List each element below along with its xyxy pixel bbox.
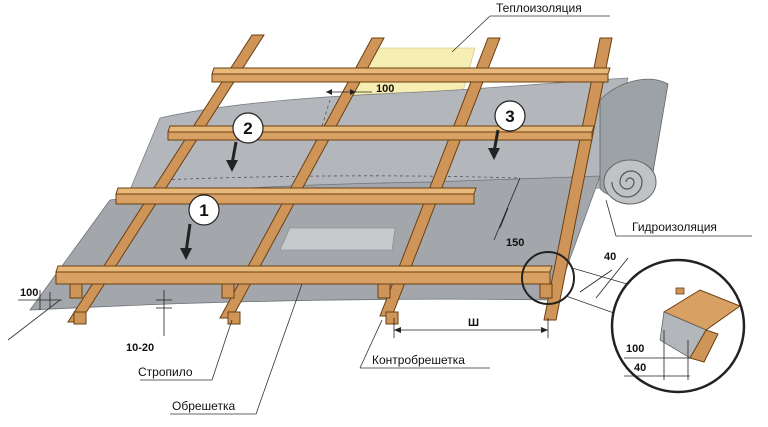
callout-insulation: Теплоизоляция — [451, 1, 610, 53]
dim-spacing: Ш — [393, 317, 549, 338]
dim-sag-label: 10-20 — [126, 342, 154, 354]
rafter-end-5 — [73, 311, 87, 325]
dim-detail-40-label: 40 — [634, 362, 646, 374]
rafter-end-1 — [69, 283, 83, 299]
dim-left-overlap: 100 — [18, 287, 62, 310]
rafter-end-4 — [539, 283, 553, 299]
dim-left-overlap-label: 100 — [20, 287, 38, 299]
membrane-roll — [599, 78, 669, 205]
step-badge-1: 1 — [180, 194, 220, 260]
lathing-beam-1 — [211, 67, 611, 83]
rafter-end-3 — [377, 283, 391, 299]
step-badge-2: 2 — [226, 112, 264, 172]
label-waterproofing: Гидроизоляция — [632, 220, 717, 234]
dim-side-overlap-label: 150 — [506, 237, 524, 249]
step-number-2: 2 — [243, 119, 252, 138]
rafter-end-6 — [227, 311, 241, 325]
zoom-detail-circle: 100 40 — [610, 258, 746, 394]
lathing-beam-4 — [55, 265, 553, 285]
label-counter-lathing: Контробрешетка — [372, 353, 465, 367]
rafter-end-2 — [221, 283, 235, 299]
zoom-source-circle — [521, 251, 575, 305]
callout-waterproofing: Гидроизоляция — [605, 199, 752, 237]
dim-top-overlap: 100 — [326, 83, 394, 95]
step-number-1: 1 — [199, 201, 208, 220]
callout-rafter: Стропило — [138, 319, 233, 381]
dim-detail-100-label: 100 — [626, 343, 644, 355]
mesh-patch — [279, 227, 396, 251]
dim-right-gap: 40 — [579, 251, 629, 299]
lathing-beam-3 — [115, 187, 477, 205]
dim-side-overlap: 150 — [493, 177, 524, 249]
callout-lathing: Обрешетка — [170, 283, 303, 415]
rafter-end-7 — [385, 311, 399, 325]
dim-spacing-label: Ш — [468, 317, 479, 329]
zoom-connector-top — [571, 267, 635, 287]
label-insulation: Теплоизоляция — [496, 1, 582, 15]
callout-counter-lathing: Контробрешетка — [359, 319, 490, 369]
lathing-beam-2 — [167, 125, 595, 141]
dim-top-overlap-label: 100 — [376, 83, 394, 95]
rafter-4 — [543, 37, 613, 321]
dim-sag: 10-20 — [126, 290, 172, 354]
step-number-3: 3 — [505, 107, 514, 126]
label-rafter: Стропило — [138, 365, 193, 379]
dim-right-gap-label: 40 — [604, 251, 616, 263]
guide-line-left — [7, 299, 61, 341]
label-lathing: Обрешетка — [172, 399, 235, 413]
step-badge-3: 3 — [488, 100, 526, 160]
